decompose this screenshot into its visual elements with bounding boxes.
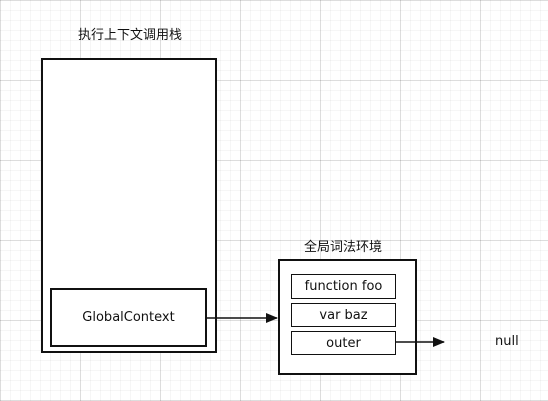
- lexical-env-title: 全局词法环境: [304, 240, 383, 255]
- lexical-env-entry-outer: outer: [291, 331, 396, 355]
- null-label: null: [495, 334, 519, 349]
- lexical-env-entry-var-baz: var baz: [291, 303, 396, 327]
- global-context-frame: GlobalContext: [50, 288, 207, 347]
- call-stack-title: 执行上下文调用栈: [78, 28, 183, 43]
- lexical-env-entry-function-foo: function foo: [291, 274, 396, 299]
